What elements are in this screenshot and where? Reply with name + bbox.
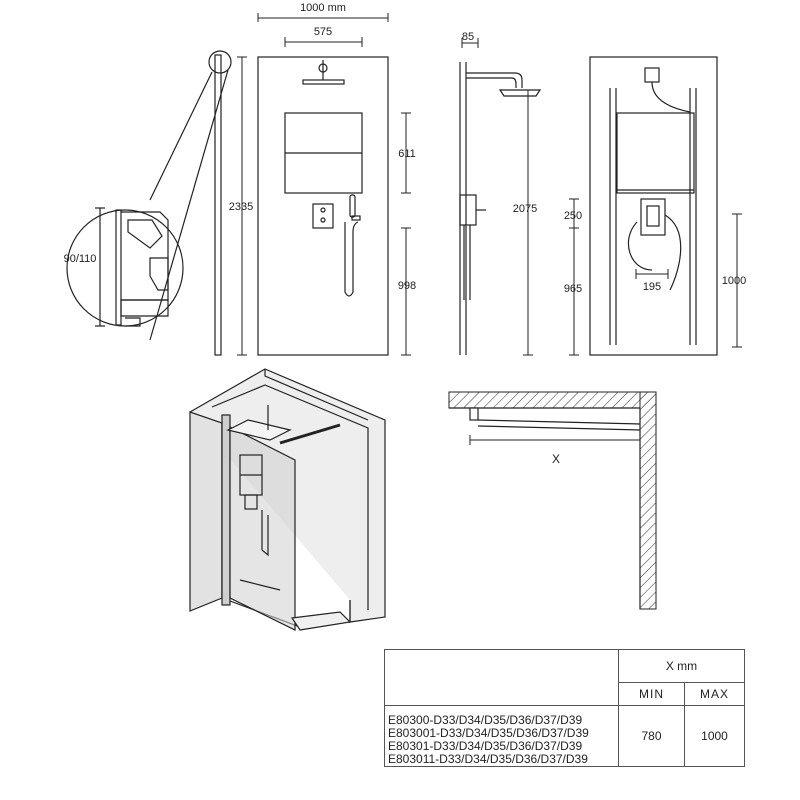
model-code: E80301-D33/D34/D35/D36/D37/D39 [388, 739, 583, 753]
table-header-min: MIN [618, 682, 685, 706]
dim-height-column: 2075 [513, 203, 537, 215]
dim-width-total: 1000 mm [300, 2, 346, 14]
model-code: E803011-D33/D34/D35/D36/D37/D39 [388, 752, 588, 766]
dim-offset-965: 965 [564, 283, 582, 295]
table-max-value: 1000 [684, 705, 745, 767]
table-header-max: MAX [684, 682, 745, 706]
rear-view [569, 56, 742, 356]
dim-width-195: 195 [643, 281, 661, 293]
dim-plan-x: X [552, 452, 560, 466]
dim-height-upper: 611 [398, 148, 416, 160]
dim-profile: 90/110 [64, 253, 97, 265]
perspective-view [189, 368, 386, 631]
dim-depth-top: 85 [462, 31, 474, 43]
table-min-value: 780 [618, 705, 685, 767]
rear-box [616, 112, 695, 194]
table-corner [384, 649, 619, 706]
table-models: E80300-D33/D34/D35/D36/D37/D39 E803001-D… [384, 705, 619, 767]
front-dimensions [237, 13, 411, 356]
dim-height-1000: 1000 [722, 275, 746, 287]
dim-height-lower: 998 [398, 280, 416, 292]
wall-panel-outline [257, 56, 389, 356]
mixer-plate [312, 203, 334, 229]
dim-width-panel: 575 [314, 26, 332, 38]
front-elevation [257, 56, 389, 356]
model-code: E803001-D33/D34/D35/D36/D37/D39 [388, 726, 589, 740]
side-view [459, 38, 542, 356]
dim-height-total: 2335 [229, 201, 253, 213]
profile-view [66, 50, 232, 356]
model-code: E80300-D33/D34/D35/D36/D37/D39 [388, 713, 583, 727]
detail-circle [66, 209, 184, 327]
spec-table: X mm MIN MAX E80300-D33/D34/D35/D36/D37/… [384, 649, 745, 767]
dim-offset-250: 250 [564, 210, 582, 222]
table-header-x: X mm [618, 649, 745, 683]
plan-view [448, 391, 657, 610]
